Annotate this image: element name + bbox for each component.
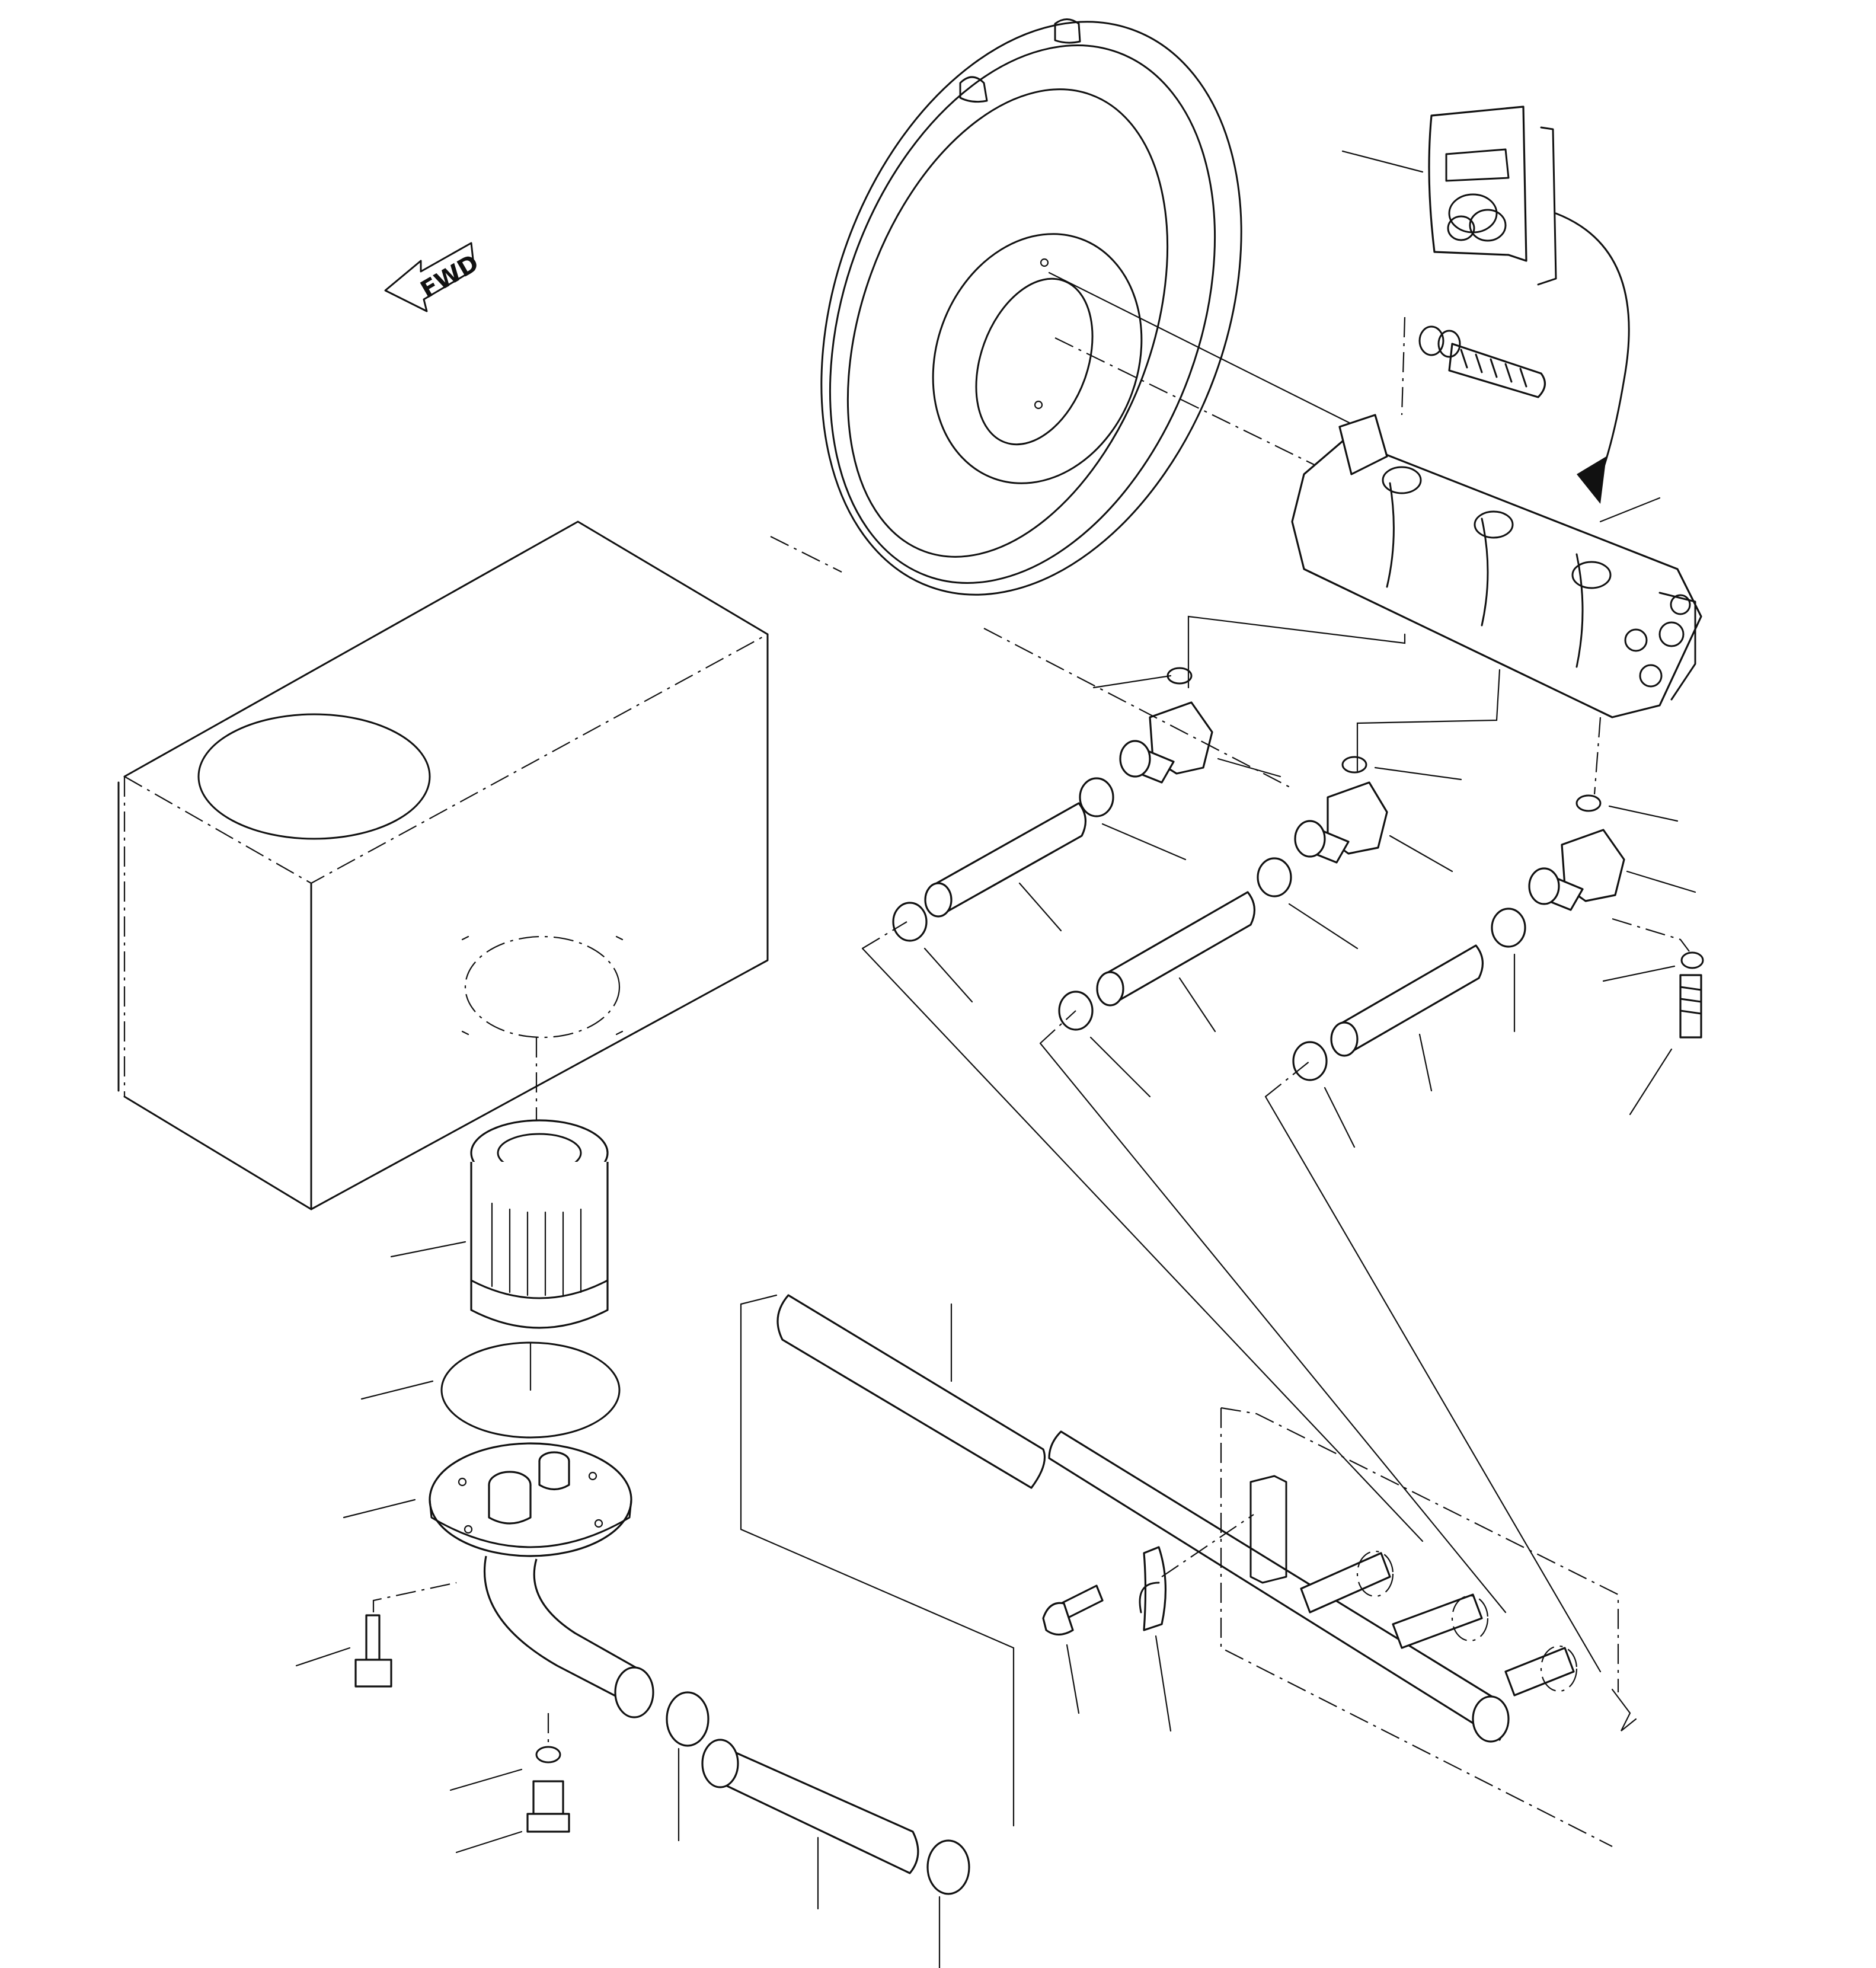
- pipe-clamp: [1139, 1514, 1254, 1732]
- fwd-label: FWD: [416, 250, 484, 304]
- suction-flange: [343, 1442, 654, 1718]
- leader-line: [983, 628, 1293, 789]
- hydraulic-tank: [117, 520, 769, 1210]
- fwd-arrow-icon: FWD: [384, 242, 484, 312]
- elbow-fitting-3: [1528, 794, 1696, 911]
- hose-assembly-2: [1058, 857, 1359, 1098]
- seal-kit-pack: [1341, 106, 1630, 504]
- gasket: [360, 1341, 621, 1439]
- leader-line: [1356, 669, 1501, 772]
- housing-centerline: [770, 536, 842, 573]
- shaft-centerline-upper: [1048, 271, 1382, 440]
- leader-line: [1039, 1042, 1507, 1614]
- pump-mounting-bolt: [1401, 317, 1546, 416]
- flange-bolt: [295, 1582, 457, 1688]
- shaft-centerline-lower: [1054, 337, 1334, 475]
- clamp-bolt: [1042, 1584, 1104, 1714]
- hose-assembly-1: [892, 777, 1187, 1003]
- suction-strainer: [390, 1119, 609, 1329]
- leader-line: [1187, 615, 1406, 689]
- drain-plug: [449, 1713, 570, 1854]
- hose-assembly-3: [1292, 908, 1526, 1148]
- small-bolt: [1602, 918, 1704, 1116]
- elbow-fitting-1: [1092, 667, 1281, 784]
- flywheel-housing: [820, 18, 1242, 596]
- elbow-fitting-2: [1294, 756, 1462, 873]
- suction-hose: [666, 1691, 970, 1968]
- leader-line: [1593, 717, 1602, 795]
- leader-line: [1264, 1095, 1602, 1673]
- leader-line: [861, 947, 1424, 1542]
- leader-line: [862, 921, 907, 949]
- return-pipe-assembly: [740, 1294, 1510, 1827]
- manifold-block: [1220, 1407, 1637, 1847]
- triple-gear-pump: [1291, 414, 1702, 718]
- leader-line: [1040, 1010, 1076, 1044]
- leader-line: [1265, 1060, 1311, 1097]
